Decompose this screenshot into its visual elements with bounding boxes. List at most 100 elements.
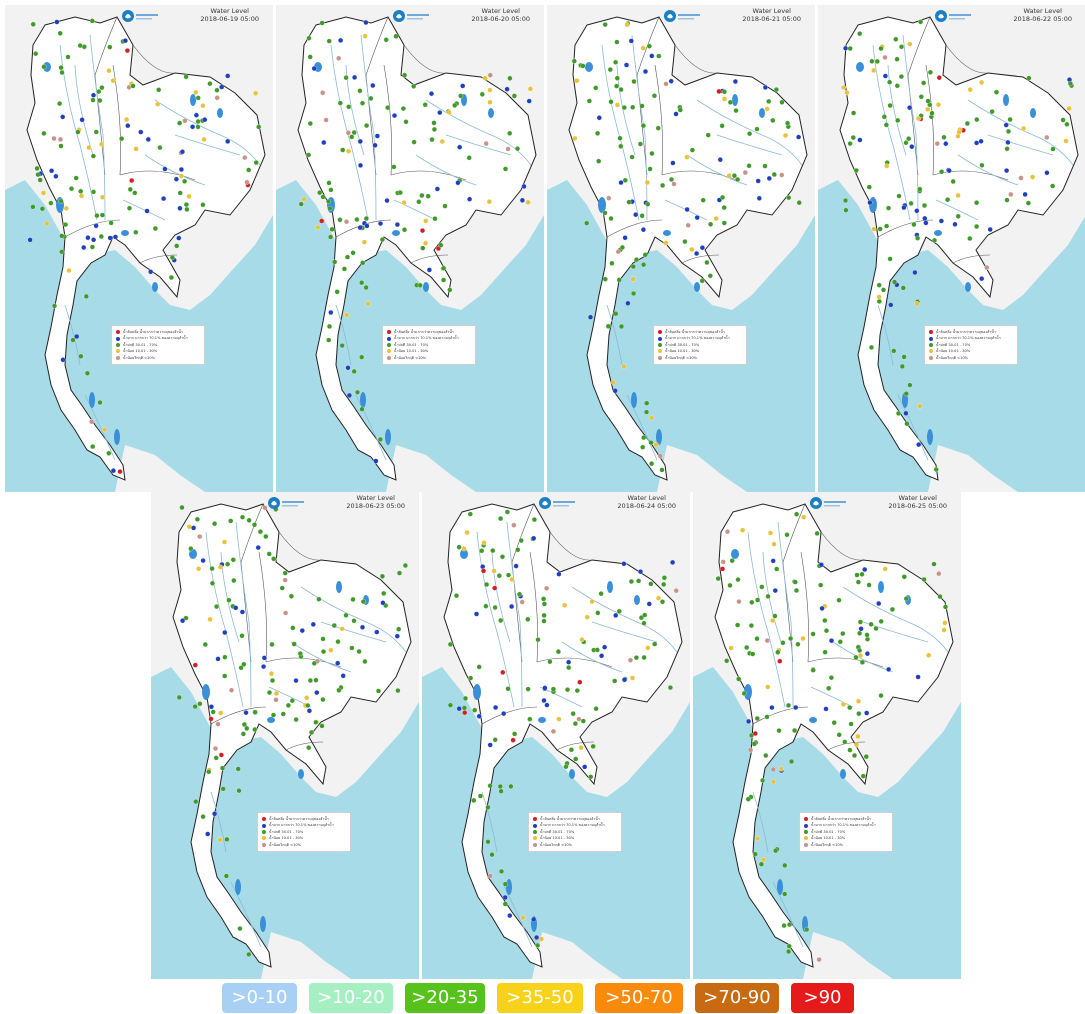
region-boundary xyxy=(820,531,864,561)
reservoir xyxy=(460,549,468,559)
station-dot xyxy=(194,516,200,522)
station-dot xyxy=(941,627,947,633)
station-dot xyxy=(35,172,41,178)
station-dot xyxy=(326,180,332,186)
station-dot xyxy=(357,225,363,231)
station-dot xyxy=(350,596,356,602)
station-dot xyxy=(299,628,305,634)
station-dot xyxy=(423,218,429,224)
station-dot xyxy=(527,716,533,722)
station-dot xyxy=(578,745,584,751)
station-dot xyxy=(831,720,837,726)
station-dot xyxy=(509,576,515,582)
station-dot xyxy=(51,135,57,142)
station-dot xyxy=(602,210,608,216)
reservoir xyxy=(473,684,481,700)
station-dot xyxy=(848,721,854,727)
reservoir xyxy=(423,282,429,292)
station-dot xyxy=(479,91,485,97)
station-dot xyxy=(556,571,562,577)
station-dot xyxy=(633,257,640,263)
station-dot xyxy=(756,195,762,201)
station-dot xyxy=(945,197,951,203)
region-boundary xyxy=(481,706,538,725)
station-dot xyxy=(589,599,595,605)
station-dot xyxy=(442,203,448,209)
station-dot xyxy=(323,117,329,123)
station-dot xyxy=(226,597,232,603)
station-dot xyxy=(117,469,123,475)
legend-row: น้ำปกติ 30.01 - 70% xyxy=(387,342,471,348)
legend-row: น้ำน้อยวิกฤติ <10% xyxy=(262,842,346,848)
station-dot xyxy=(974,140,980,146)
station-dot xyxy=(776,728,782,734)
station-dot xyxy=(191,525,197,531)
station-dot xyxy=(290,625,296,631)
station-dot xyxy=(618,143,624,149)
station-dot xyxy=(1044,170,1050,176)
station-dot xyxy=(487,99,493,105)
station-dot xyxy=(155,101,161,107)
station-dot xyxy=(351,618,357,624)
station-dot xyxy=(197,701,203,707)
station-dot xyxy=(33,51,39,57)
station-dot xyxy=(37,177,43,183)
station-dot xyxy=(112,234,119,240)
station-dot xyxy=(497,783,503,790)
legend-row: น้ำน้อย 10.01 - 30% xyxy=(387,348,471,354)
station-dot xyxy=(773,87,779,93)
station-dot xyxy=(434,186,440,192)
station-dot xyxy=(242,155,248,161)
station-dot xyxy=(78,188,84,194)
station-dot xyxy=(346,392,352,398)
station-dot xyxy=(381,590,387,596)
map-legend: น้ำล้นตลิ่ง น้ำมากกว่าความจุของลำน้ำน้ำม… xyxy=(924,325,1018,366)
station-dot xyxy=(903,410,909,416)
station-dot xyxy=(319,723,325,729)
station-dot xyxy=(186,193,192,199)
reservoir xyxy=(538,717,546,723)
station-dot xyxy=(613,59,619,65)
scale-chip-0-10: >0-10 xyxy=(222,983,297,1013)
station-dot xyxy=(39,206,45,212)
station-dot xyxy=(761,857,767,863)
station-dot xyxy=(568,747,574,753)
station-dot xyxy=(616,608,622,614)
station-dot xyxy=(618,180,624,186)
station-dot xyxy=(425,193,431,199)
station-dot xyxy=(541,697,547,704)
station-dot xyxy=(75,129,81,135)
legend-label: น้ำล้นตลิ่ง น้ำมากกว่าความจุของลำน้ำ xyxy=(811,817,871,821)
station-dot xyxy=(880,287,887,293)
station-dot xyxy=(574,78,580,84)
station-dot xyxy=(221,539,228,545)
station-dot xyxy=(720,559,726,565)
station-dot xyxy=(639,103,645,109)
river xyxy=(967,99,1074,166)
station-dot xyxy=(132,190,138,196)
station-dot xyxy=(228,518,234,524)
station-dot xyxy=(735,176,741,183)
station-dot xyxy=(923,220,929,226)
station-dot xyxy=(640,444,646,450)
station-dot xyxy=(246,517,252,523)
reservoir xyxy=(607,581,613,593)
region-boundary xyxy=(383,64,392,176)
station-dot xyxy=(500,669,506,675)
scale-chip-35-50: >35-50 xyxy=(497,983,583,1013)
station-dot xyxy=(785,120,791,126)
station-dot xyxy=(934,141,940,147)
station-dot xyxy=(509,603,515,610)
station-dot xyxy=(535,942,541,948)
station-dot xyxy=(922,215,928,221)
station-dot xyxy=(225,138,231,144)
station-dot xyxy=(837,639,843,645)
station-dot xyxy=(876,600,882,607)
station-dot xyxy=(256,124,262,130)
station-dot xyxy=(496,573,502,579)
station-dot xyxy=(888,302,894,308)
legend-row: น้ำล้นตลิ่ง น้ำมากกว่าความจุของลำน้ำ xyxy=(804,816,888,822)
legend-row: น้ำน้อยวิกฤติ <10% xyxy=(533,842,617,848)
malaysia-land xyxy=(532,932,622,979)
